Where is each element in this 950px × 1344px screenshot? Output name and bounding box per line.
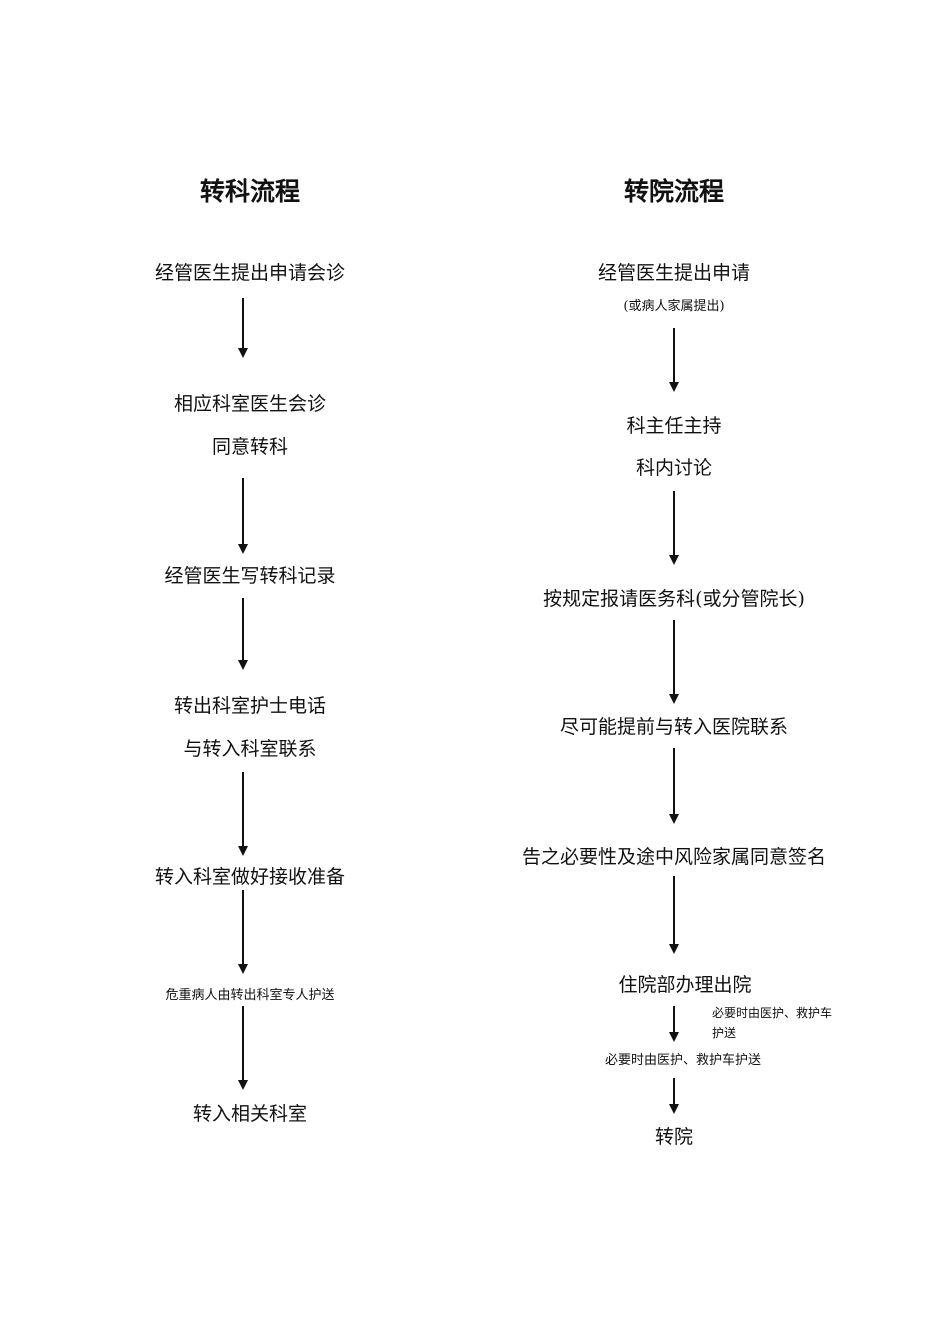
dept-arrow-2 [242, 478, 244, 552]
hosp-arrow-1 [673, 328, 675, 390]
hosp-side-note-escort: 必要时由医护、救护车护送 [712, 1006, 833, 1040]
dept-step-consult: 相应科室医生会诊 [173, 393, 327, 415]
hosp-step-director: 科主任主持 [626, 415, 722, 437]
dept-step-nurse-call: 转出科室护士电话 [173, 695, 327, 717]
hosp-step-contact: 尽可能提前与转入医院联系 [559, 716, 789, 738]
dept-step-escort: 危重病人由转出科室专人护送 [165, 988, 335, 1003]
dept-arrow-3 [242, 598, 244, 668]
hosp-arrow-4 [673, 748, 675, 822]
hosp-arrow-2 [673, 491, 675, 563]
hosp-arrow-7 [673, 1078, 675, 1112]
hosp-step-request: 经管医生提出申请 [597, 262, 751, 284]
hosp-step-discharge: 住院部办理出院 [618, 974, 752, 996]
dept-step-agree: 同意转科 [211, 436, 289, 458]
hosp-step-discussion: 科内讨论 [635, 457, 713, 479]
transfer-department-title: 转科流程 [199, 177, 301, 206]
dept-step-prepare: 转入科室做好接收准备 [154, 866, 346, 888]
hosp-arrow-6 [673, 1006, 675, 1040]
hosp-step-report: 按规定报请医务科(或分管院长) [543, 588, 805, 610]
dept-step-request-consult: 经管医生提出申请会诊 [154, 262, 346, 284]
hosp-step-request-note: (或病人家属提出) [623, 299, 725, 314]
dept-arrow-4 [242, 772, 244, 854]
hosp-step-consent: 告之必要性及途中风险家属同意签名 [521, 846, 827, 868]
hosp-arrow-3 [673, 620, 675, 702]
hosp-arrow-5 [673, 876, 675, 952]
dept-arrow-5 [242, 890, 244, 972]
dept-step-contact: 与转入科室联系 [183, 738, 317, 760]
hosp-step-final: 转院 [654, 1126, 694, 1148]
dept-step-record: 经管医生写转科记录 [164, 565, 336, 587]
hosp-step-escort: 必要时由医护、救护车护送 [604, 1053, 762, 1068]
dept-arrow-1 [242, 298, 244, 356]
dept-step-final: 转入相关科室 [192, 1103, 308, 1125]
transfer-hospital-title: 转院流程 [623, 177, 725, 206]
dept-arrow-6 [242, 1006, 244, 1088]
